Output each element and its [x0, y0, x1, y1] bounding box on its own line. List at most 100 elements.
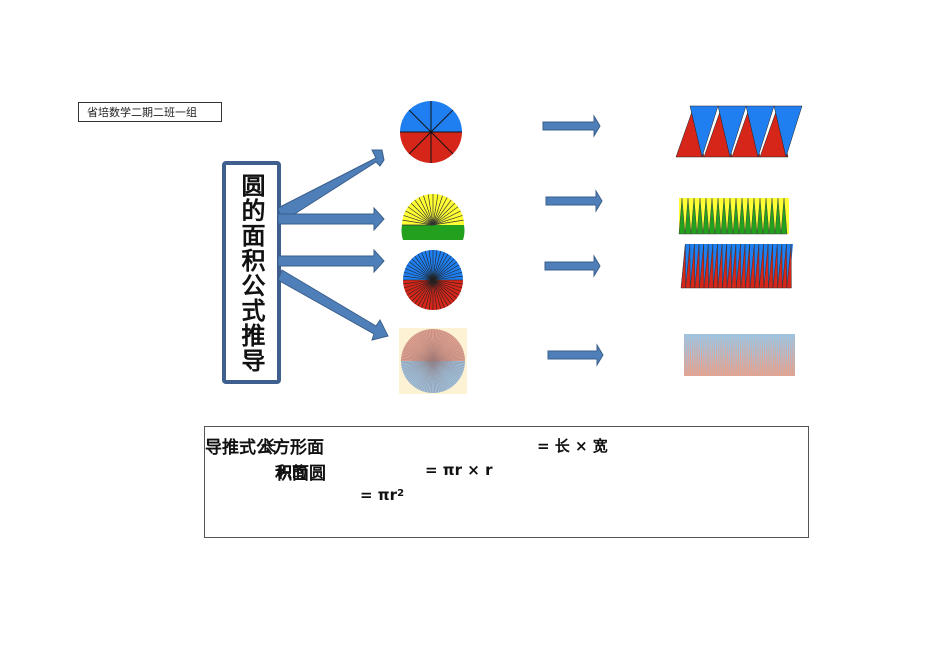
sector-line	[432, 279, 463, 285]
formula-line1-left: 导推式公方形面	[205, 438, 324, 458]
rearranged-shape-4	[684, 334, 795, 376]
sector-line	[403, 349, 434, 362]
sector-line	[432, 360, 435, 393]
sector-line	[432, 271, 463, 281]
sector-line	[432, 258, 455, 281]
wedge	[722, 243, 728, 289]
sector-line	[424, 330, 434, 362]
sector-line	[432, 346, 462, 362]
wedge	[783, 334, 786, 376]
sector-line	[414, 199, 434, 226]
sector-line	[405, 344, 434, 362]
wedge	[694, 243, 700, 289]
wedge	[737, 334, 740, 376]
wedge	[721, 334, 723, 376]
sector-line	[402, 219, 434, 226]
sector-line	[432, 261, 457, 281]
wedge	[715, 334, 718, 376]
branch-arrow-1	[277, 149, 385, 223]
wedge	[745, 334, 747, 376]
sector-line	[403, 347, 434, 362]
wedge	[678, 197, 686, 235]
sector-line	[432, 359, 465, 362]
sector-line	[409, 339, 434, 362]
wedge	[754, 334, 757, 376]
sector-line	[402, 360, 434, 370]
sector-line	[424, 279, 434, 310]
sector-line	[409, 360, 434, 383]
formula-line1-overlay: 长	[261, 437, 277, 455]
sector-line	[432, 252, 445, 281]
wedge	[739, 334, 742, 376]
formula-line3: = πr2	[360, 486, 404, 504]
sector-line	[432, 360, 465, 368]
sector-line	[432, 195, 443, 226]
sector-line	[418, 360, 434, 390]
sector-line	[432, 360, 463, 373]
formula-line3-right: = πr	[360, 486, 398, 504]
formula-line3-exponent: 2	[397, 488, 405, 499]
sector-line	[432, 279, 438, 310]
wedge	[690, 197, 698, 235]
sector-line	[432, 360, 465, 363]
sector-line	[432, 355, 465, 362]
wedge	[680, 243, 686, 289]
wedge	[785, 334, 788, 376]
sector-line	[407, 206, 434, 226]
sector-line	[432, 219, 464, 226]
sector-line	[410, 360, 434, 384]
title-box: 圆的面积公式推导	[222, 161, 281, 384]
wedge	[693, 334, 696, 376]
wedge	[711, 334, 714, 376]
wedge	[689, 334, 692, 376]
wedge	[749, 243, 755, 289]
sector-line	[414, 279, 434, 304]
circle-yellow-green	[401, 194, 465, 240]
sector-line	[411, 258, 434, 281]
sector-line	[432, 334, 451, 362]
sector-line	[432, 329, 439, 362]
sector-line	[432, 360, 456, 384]
sector-line	[432, 352, 464, 362]
wedge	[712, 243, 719, 289]
wedge	[719, 334, 721, 376]
formula-line2-overlay: 积的	[277, 463, 308, 481]
wedge	[780, 334, 783, 376]
wedge	[702, 197, 710, 235]
wedge	[743, 334, 746, 376]
sector-line	[422, 330, 434, 362]
sector-line	[401, 359, 434, 362]
sector-line	[432, 334, 452, 362]
sector-line	[419, 360, 434, 391]
wedge	[746, 334, 749, 376]
wedge	[773, 105, 803, 158]
sector-line	[432, 250, 438, 281]
wedge	[733, 334, 736, 376]
sector-line	[432, 360, 460, 380]
sector-line	[421, 279, 434, 308]
sector-line	[432, 360, 464, 370]
circle-fine-sectors	[399, 328, 467, 394]
sector-line	[432, 279, 449, 307]
sector-line	[432, 279, 460, 296]
sector-line	[432, 347, 463, 362]
wedge	[758, 243, 765, 289]
wedge	[787, 334, 790, 376]
sector-line	[432, 357, 465, 362]
sector-line	[432, 360, 437, 393]
sector-line	[432, 336, 454, 362]
sector-line	[432, 279, 445, 308]
sector-line	[403, 279, 434, 285]
wedge	[703, 243, 709, 289]
wedge	[744, 197, 752, 235]
sector-line	[432, 331, 447, 362]
formula-line1-right: = 长 × 宽	[537, 437, 608, 455]
wedge	[777, 243, 783, 289]
sector-line	[417, 279, 434, 307]
formula-box: 导推式公方形面 长 = 长 × 宽 积面圆 积的 = πr × r = πr2	[204, 426, 809, 538]
sector-line	[432, 360, 450, 389]
wedge	[724, 334, 727, 376]
wedge	[762, 197, 770, 235]
sector-line	[406, 279, 434, 296]
sector-line	[432, 264, 460, 281]
